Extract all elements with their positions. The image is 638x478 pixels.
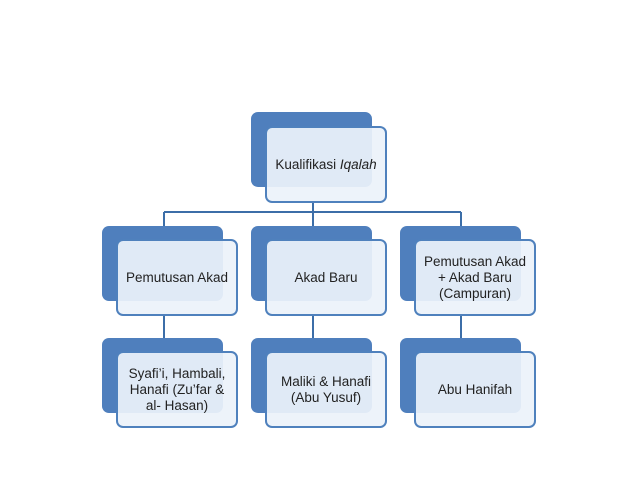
category-node-3: Pemutusan Akad + Akad Baru (Campuran) (400, 226, 536, 316)
child-2-label: Maliki & Hanafi (Abu Yusuf) (280, 373, 372, 405)
root-node-label: Kualifikasi Iqalah (275, 157, 376, 173)
child-3-box: Abu Hanifah (414, 351, 536, 428)
root-label-italic: Iqalah (339, 156, 377, 172)
category-node-1: Pemutusan Akad (102, 226, 238, 316)
child-node-1: Syafi’i, Hambali, Hanafi (Zu’far & al- H… (102, 338, 238, 428)
root-node: Kualifikasi Iqalah (251, 112, 387, 204)
child-node-3: Abu Hanifah (400, 338, 536, 428)
child-1-label: Syafi’i, Hambali, Hanafi (Zu’far & al- H… (128, 365, 226, 413)
category-3-box: Pemutusan Akad + Akad Baru (Campuran) (414, 239, 536, 316)
category-3-label: Pemutusan Akad + Akad Baru (Campuran) (423, 253, 527, 301)
root-node-box: Kualifikasi Iqalah (265, 126, 387, 203)
child-3-label: Abu Hanifah (437, 381, 513, 397)
child-node-2: Maliki & Hanafi (Abu Yusuf) (251, 338, 387, 428)
category-2-box: Akad Baru (265, 239, 387, 316)
category-1-label: Pemutusan Akad (125, 269, 229, 285)
category-node-2: Akad Baru (251, 226, 387, 316)
category-2-label: Akad Baru (294, 269, 358, 285)
root-label-text: Kualifikasi (275, 156, 340, 172)
category-1-box: Pemutusan Akad (116, 239, 238, 316)
child-1-box: Syafi’i, Hambali, Hanafi (Zu’far & al- H… (116, 351, 238, 428)
child-2-box: Maliki & Hanafi (Abu Yusuf) (265, 351, 387, 428)
